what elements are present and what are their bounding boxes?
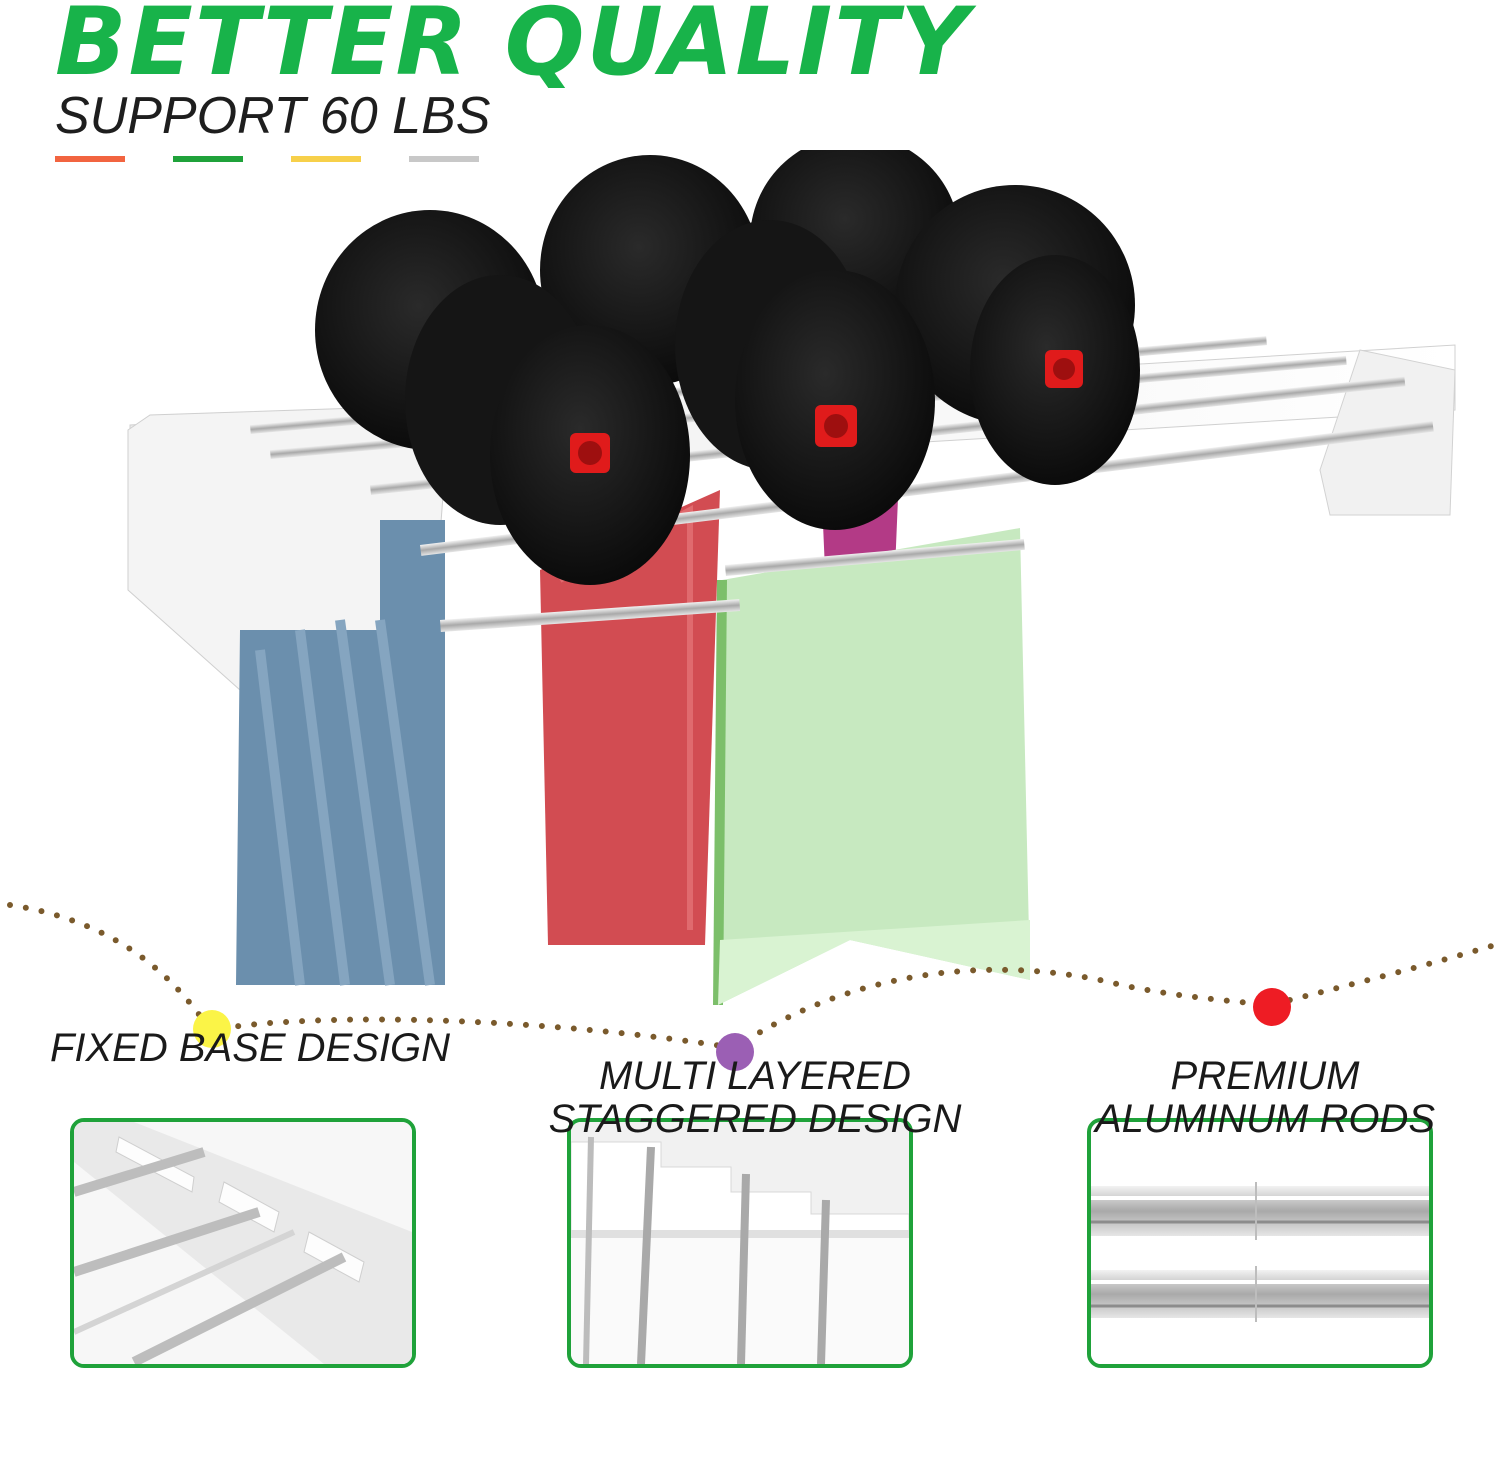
collar-middle [815,405,857,447]
swatch-green [173,156,243,162]
caption-line: STAGGERED DESIGN [548,1097,962,1142]
towel-blue [236,520,445,986]
feature-card-fixed-base [70,1118,416,1368]
dot-purple [716,1033,754,1071]
feature-card-staggered [567,1118,913,1368]
caption-line: PREMIUM [1170,1054,1360,1098]
caption-line: MULTI LAYERED [599,1054,911,1098]
dot-red [1253,988,1291,1026]
aluminum-rods-icon [1091,1122,1429,1364]
staggered-layers-icon [571,1122,909,1364]
feature-card-aluminum [1087,1118,1433,1368]
collar-left [570,433,610,473]
dot-yellow [193,1010,231,1048]
caption-line: ALUMINUM RODS [1094,1097,1436,1142]
swatch-yellow [291,156,361,162]
headline: BETTER QUALITY [55,0,971,97]
collar-right [1045,350,1083,388]
swatch-gray [409,156,479,162]
subheadline: SUPPORT 60 LBS [55,87,491,145]
caption-staggered: MULTI LAYERED STAGGERED DESIGN [545,1054,965,1142]
towel-green [713,528,1030,1006]
dumbbells [315,150,1140,585]
caption-fixed-base: FIXED BASE DESIGN [40,1026,460,1070]
fixed-base-icon [74,1122,412,1364]
caption-line: FIXED BASE DESIGN [49,1026,451,1070]
swatch-red [55,156,125,162]
caption-aluminum: PREMIUM ALUMINUM RODS [1060,1054,1470,1142]
color-swatches [55,156,479,162]
product-illustration [7,150,1498,1071]
